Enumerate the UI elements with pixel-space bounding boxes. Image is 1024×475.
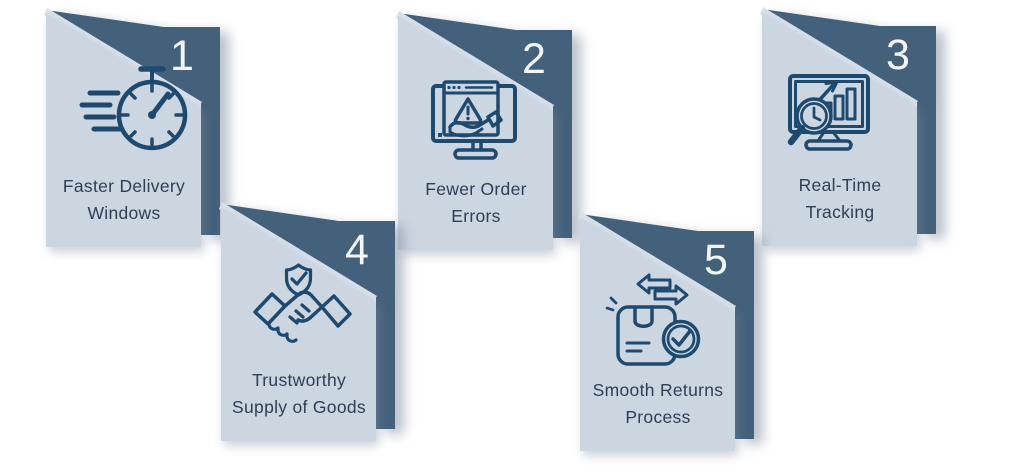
card-title-line2: Process (625, 407, 690, 427)
fold-highlight-edge (760, 7, 918, 107)
speed-stopwatch-icon (79, 66, 188, 151)
card-title-line1: Fewer Order (425, 179, 527, 199)
step-number: 5 (704, 236, 728, 284)
step-number: 3 (886, 31, 910, 79)
card-title-line2: Supply of Goods (232, 397, 366, 417)
benefit-card-2: 2 Fewer Order Errors (396, 11, 596, 261)
folded-corner-panel (46, 10, 220, 235)
step-number: 4 (345, 226, 369, 274)
card-title-line1: Trustworthy (252, 370, 346, 390)
card-title-line1: Real-Time (799, 175, 882, 195)
benefit-card-3: 3 Real-Time Tracking (760, 7, 960, 257)
card-title-line2: Errors (451, 206, 500, 226)
step-number: 1 (170, 32, 194, 80)
card-title-line2: Tracking (806, 202, 875, 222)
order-error-monitor-icon (431, 80, 517, 160)
card-body (221, 207, 376, 441)
card-title-line1: Smooth Returns (593, 380, 724, 400)
returns-box-check-icon (605, 273, 701, 366)
folded-corner-panel (762, 9, 936, 234)
folded-corner-panel (580, 214, 754, 439)
fold-highlight-edge (578, 212, 736, 312)
benefit-card-5: 5 Smooth Returns Process (578, 212, 778, 462)
fold-highlight-edge (219, 202, 377, 302)
card-title-line1: Faster Delivery (63, 176, 185, 196)
tracking-chart-monitor-icon (787, 74, 870, 151)
card-title-line2: Windows (87, 203, 160, 223)
step-number: 2 (522, 35, 546, 83)
card-body (762, 12, 917, 246)
folded-corner-panel (221, 204, 395, 429)
handshake-shield-icon (253, 263, 352, 343)
card-body (580, 217, 735, 451)
benefit-card-4: 4 Trustworthy Supply of Goods (219, 202, 419, 452)
folded-corner-panel (398, 13, 572, 238)
benefit-card-1: 1 Faster Delivery Windows (44, 8, 244, 258)
